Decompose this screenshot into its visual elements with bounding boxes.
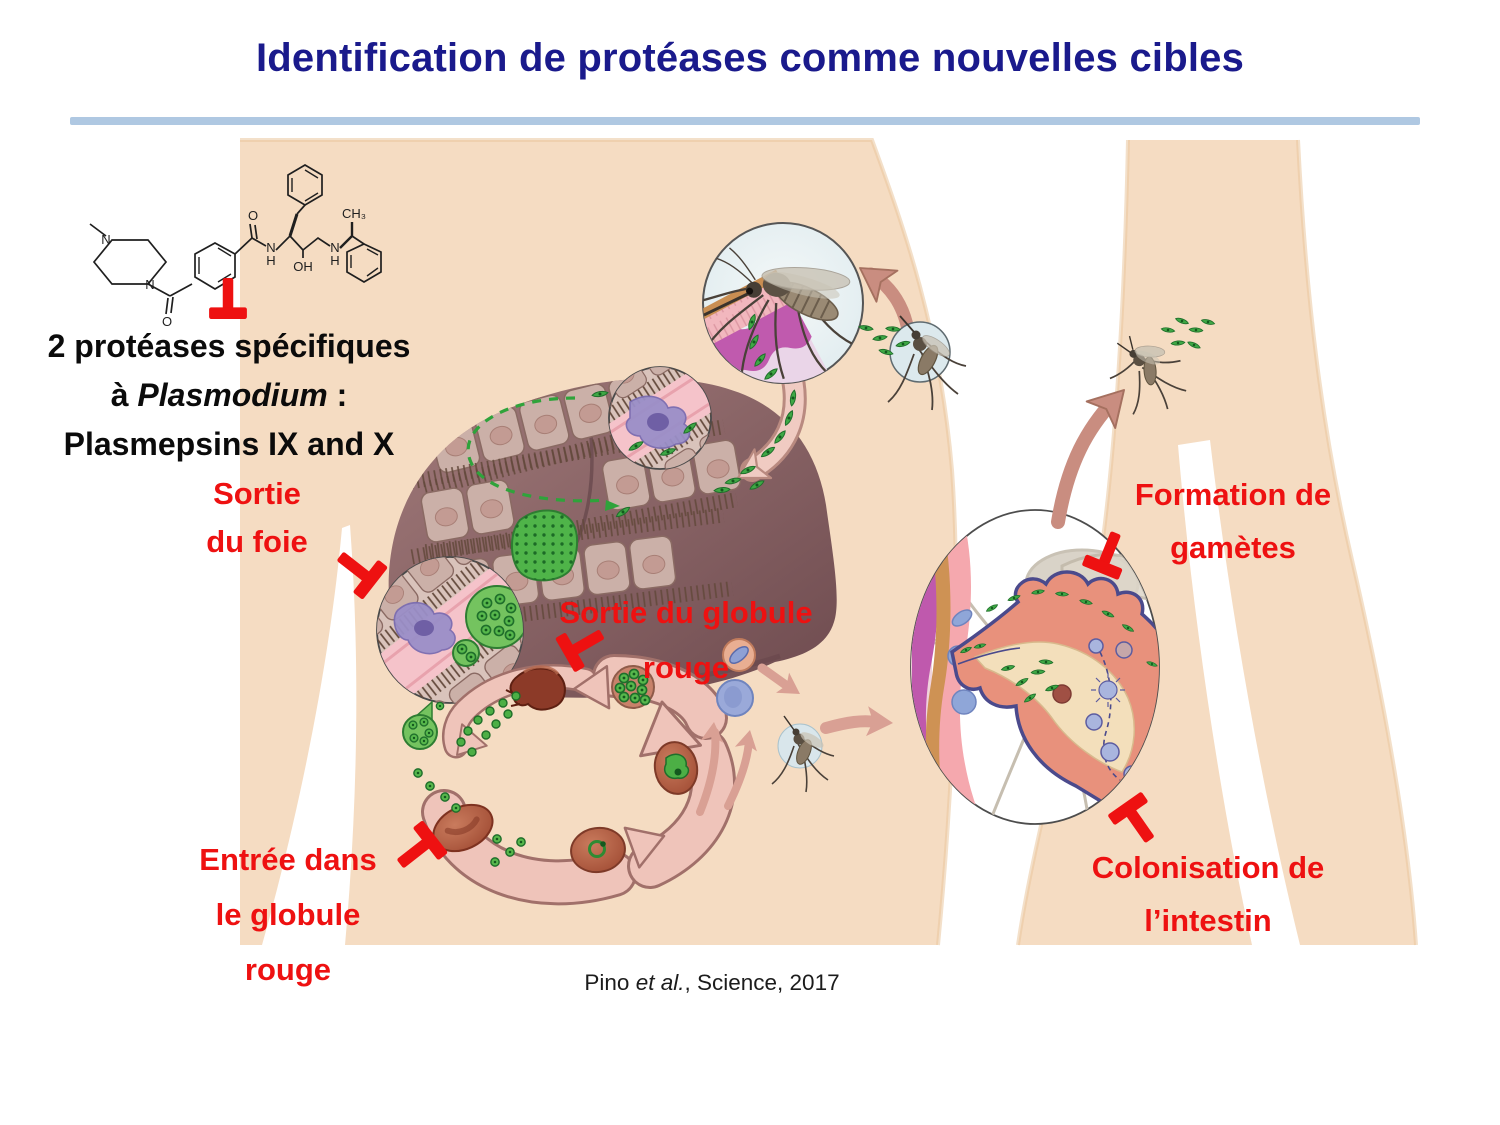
atom-label: N (101, 232, 110, 247)
citation: Pino et al., Science, 2017 (584, 970, 840, 995)
atom-label: CH₃ (342, 206, 366, 221)
label-formation-de-gametes: Formation de gamètes (1134, 477, 1332, 565)
label-colonisation-de-l-intestin: Colonisation de l’intestin (1091, 850, 1325, 938)
rose-arrow-to-flying-mosquito (1051, 375, 1140, 529)
label-sortie-du-globule-rouge: Sortie du globule rouge (559, 595, 813, 685)
atom-label: O (248, 208, 258, 223)
invaded-rbc (432, 803, 494, 853)
sporozoite-path (466, 389, 632, 520)
merosome (452, 585, 523, 667)
schizont-rbc (611, 665, 655, 709)
sporozoite-injection-channel (713, 368, 807, 494)
liver-exit-circle (376, 556, 524, 704)
inhibitor-molecule-structure: N N O O N H OH N H CH₃ (89, 164, 382, 329)
infected-hepatocyte (510, 509, 578, 582)
atom-label: H (266, 253, 275, 268)
claim-line1: 2 protéases spécifiques (47, 328, 411, 364)
proteases-claim: 2 protéases spécifiques à Plasmodium : P… (48, 322, 411, 469)
trophozoite-rbc (653, 741, 699, 795)
slide-title: Identification de protéases comme nouvel… (255, 36, 1245, 80)
atom-label: N (266, 240, 275, 255)
atom-label: H (330, 253, 339, 268)
claim-line2: à Plasmodium : (110, 377, 348, 413)
label-sortie-du-foie: Sortie du foie (206, 476, 308, 559)
gametocytes (696, 638, 895, 816)
mosquito-feeding (703, 247, 860, 380)
flying-mosquito (1109, 316, 1216, 415)
merosome-teardrop (402, 700, 445, 750)
claim-line3: Plasmepsins IX and X (63, 426, 395, 462)
atom-label: O (162, 314, 172, 329)
atom-label: N (330, 240, 339, 255)
ring-stage-rbc (570, 826, 626, 874)
liver-sinusoid-circle (608, 366, 712, 470)
atom-label: N (145, 277, 154, 292)
atom-label: OH (293, 259, 313, 274)
mosquito-departing-circle (858, 315, 967, 411)
bursting-rbc (456, 665, 566, 757)
title-underline (70, 117, 1420, 125)
midgut-anatomy (950, 570, 1159, 814)
label-entree-dans-le-globule-rouge: Entrée dans le globule rouge (199, 842, 377, 987)
rbc-cycle (402, 654, 736, 906)
mosquito-uptake (771, 715, 835, 793)
